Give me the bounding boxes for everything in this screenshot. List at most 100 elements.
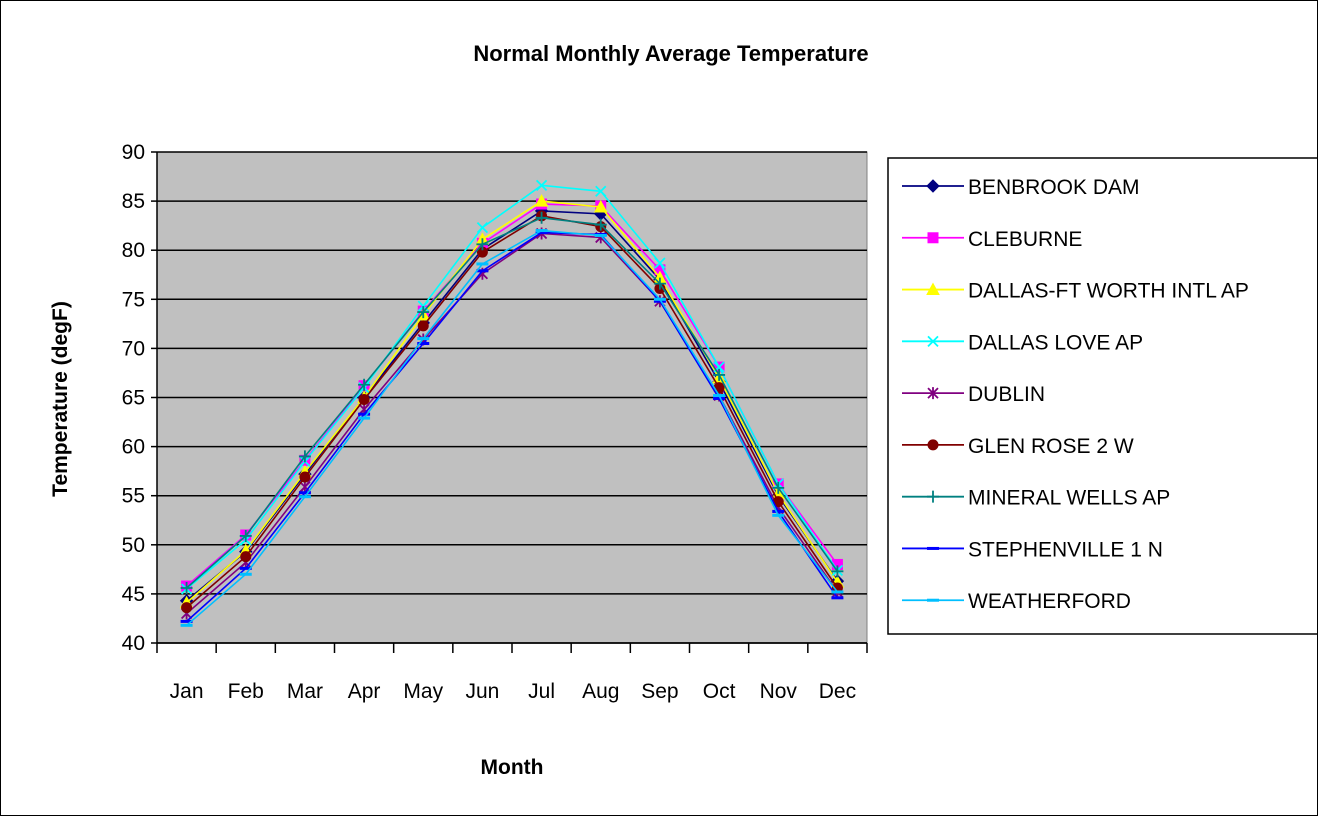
legend-item: DUBLIN [902, 383, 1045, 406]
data-point [417, 306, 430, 319]
y-tick-label: 70 [122, 337, 145, 360]
data-point [240, 551, 252, 563]
chart-title: Normal Monthly Average Temperature [473, 41, 868, 66]
data-point [653, 299, 666, 303]
y-tick-label: 90 [122, 141, 145, 164]
series-lines [179, 179, 845, 627]
y-tick-label: 40 [122, 632, 145, 655]
data-point [298, 491, 311, 495]
data-point [239, 529, 252, 542]
y-tick-label: 55 [122, 485, 145, 508]
data-point [535, 211, 548, 224]
data-point [595, 185, 607, 197]
data-point [831, 596, 844, 600]
legend-marker [926, 282, 940, 296]
y-tick-label: 75 [122, 288, 145, 311]
x-tick-label: Oct [703, 680, 736, 703]
legend: BENBROOK DAM CLEBURNE DALLAS-FT WORTH INTL… [887, 157, 1318, 635]
x-tick-label: May [403, 680, 443, 703]
series-line [186, 229, 839, 626]
y-tick-label: 65 [122, 387, 145, 410]
data-point [298, 495, 311, 499]
data-point [180, 582, 193, 595]
data-point [653, 297, 666, 301]
legend-label: WEATHERFORD [968, 590, 1131, 613]
legend-label: DALLAS LOVE AP [968, 331, 1143, 354]
data-point [180, 623, 193, 627]
data-point [654, 257, 666, 269]
data-point [476, 262, 489, 266]
legend-label: STEPHENVILLE 1 N [968, 538, 1163, 561]
series-line [186, 216, 839, 589]
data-point [476, 238, 489, 251]
data-point [831, 590, 844, 594]
data-point [476, 221, 489, 234]
legend-item: CLEBURNE [902, 228, 1082, 251]
legend-marker [927, 232, 939, 244]
data-point [298, 450, 311, 463]
data-point [239, 566, 252, 570]
legend-marker [927, 546, 939, 550]
legend-label: DALLAS-FT WORTH INTL AP [968, 280, 1249, 303]
legend-marker [927, 598, 939, 602]
legend-marker [926, 179, 940, 193]
legend-item: WEATHERFORD [902, 590, 1131, 613]
legend-label: MINERAL WELLS AP [968, 487, 1170, 510]
data-point [358, 393, 370, 405]
data-point [772, 481, 785, 494]
x-tick-label: Nov [760, 680, 798, 703]
data-point [535, 231, 548, 235]
data-point [653, 277, 666, 290]
data-point [713, 394, 726, 398]
x-tick-label: Jun [465, 680, 499, 703]
x-tick-label: Jul [528, 680, 555, 703]
legend-box [887, 157, 1318, 635]
x-tick-label: Feb [228, 680, 264, 703]
y-tick-label: 85 [122, 190, 145, 213]
data-point [593, 199, 608, 213]
legend-item: MINERAL WELLS AP [902, 487, 1170, 510]
series-line [186, 214, 839, 609]
y-axis-title: Temperature (degF) [49, 301, 72, 497]
legend-item: GLEN ROSE 2 W [902, 435, 1134, 458]
x-tick-label: Mar [287, 680, 323, 703]
data-point [299, 471, 311, 483]
series [180, 229, 844, 627]
x-tick-label: Apr [348, 680, 381, 703]
data-point [535, 179, 548, 192]
data-point [713, 396, 726, 400]
legend-marker [927, 387, 939, 400]
legend-marker [927, 439, 939, 451]
legend-item: DALLAS LOVE AP [902, 331, 1143, 354]
y-tick-label: 45 [122, 583, 145, 606]
data-point [534, 194, 549, 207]
data-point [358, 378, 371, 391]
legend-label: CLEBURNE [968, 228, 1082, 251]
data-point [299, 480, 311, 493]
data-point [358, 412, 371, 416]
legend-item: BENBROOK DAM [902, 176, 1140, 199]
data-point [358, 416, 371, 420]
data-point [417, 320, 429, 332]
x-tick-label: Sep [641, 680, 678, 703]
data-point [772, 509, 785, 513]
plot-area [156, 151, 868, 644]
legend-label: GLEN ROSE 2 W [968, 435, 1134, 458]
data-point [831, 565, 844, 578]
data-point [713, 368, 726, 381]
y-tick-label: 80 [122, 239, 145, 262]
data-point [772, 513, 785, 517]
data-point [535, 229, 548, 233]
x-axis-title: Month [481, 756, 544, 779]
legend-marker [927, 490, 939, 503]
y-tick-label: 60 [122, 436, 145, 459]
data-point [239, 572, 252, 576]
y-tick-label: 50 [122, 534, 145, 557]
data-point [594, 218, 607, 231]
data-point [181, 602, 193, 614]
legend-item: DALLAS-FT WORTH INTL AP [902, 280, 1249, 303]
data-point [417, 341, 430, 345]
